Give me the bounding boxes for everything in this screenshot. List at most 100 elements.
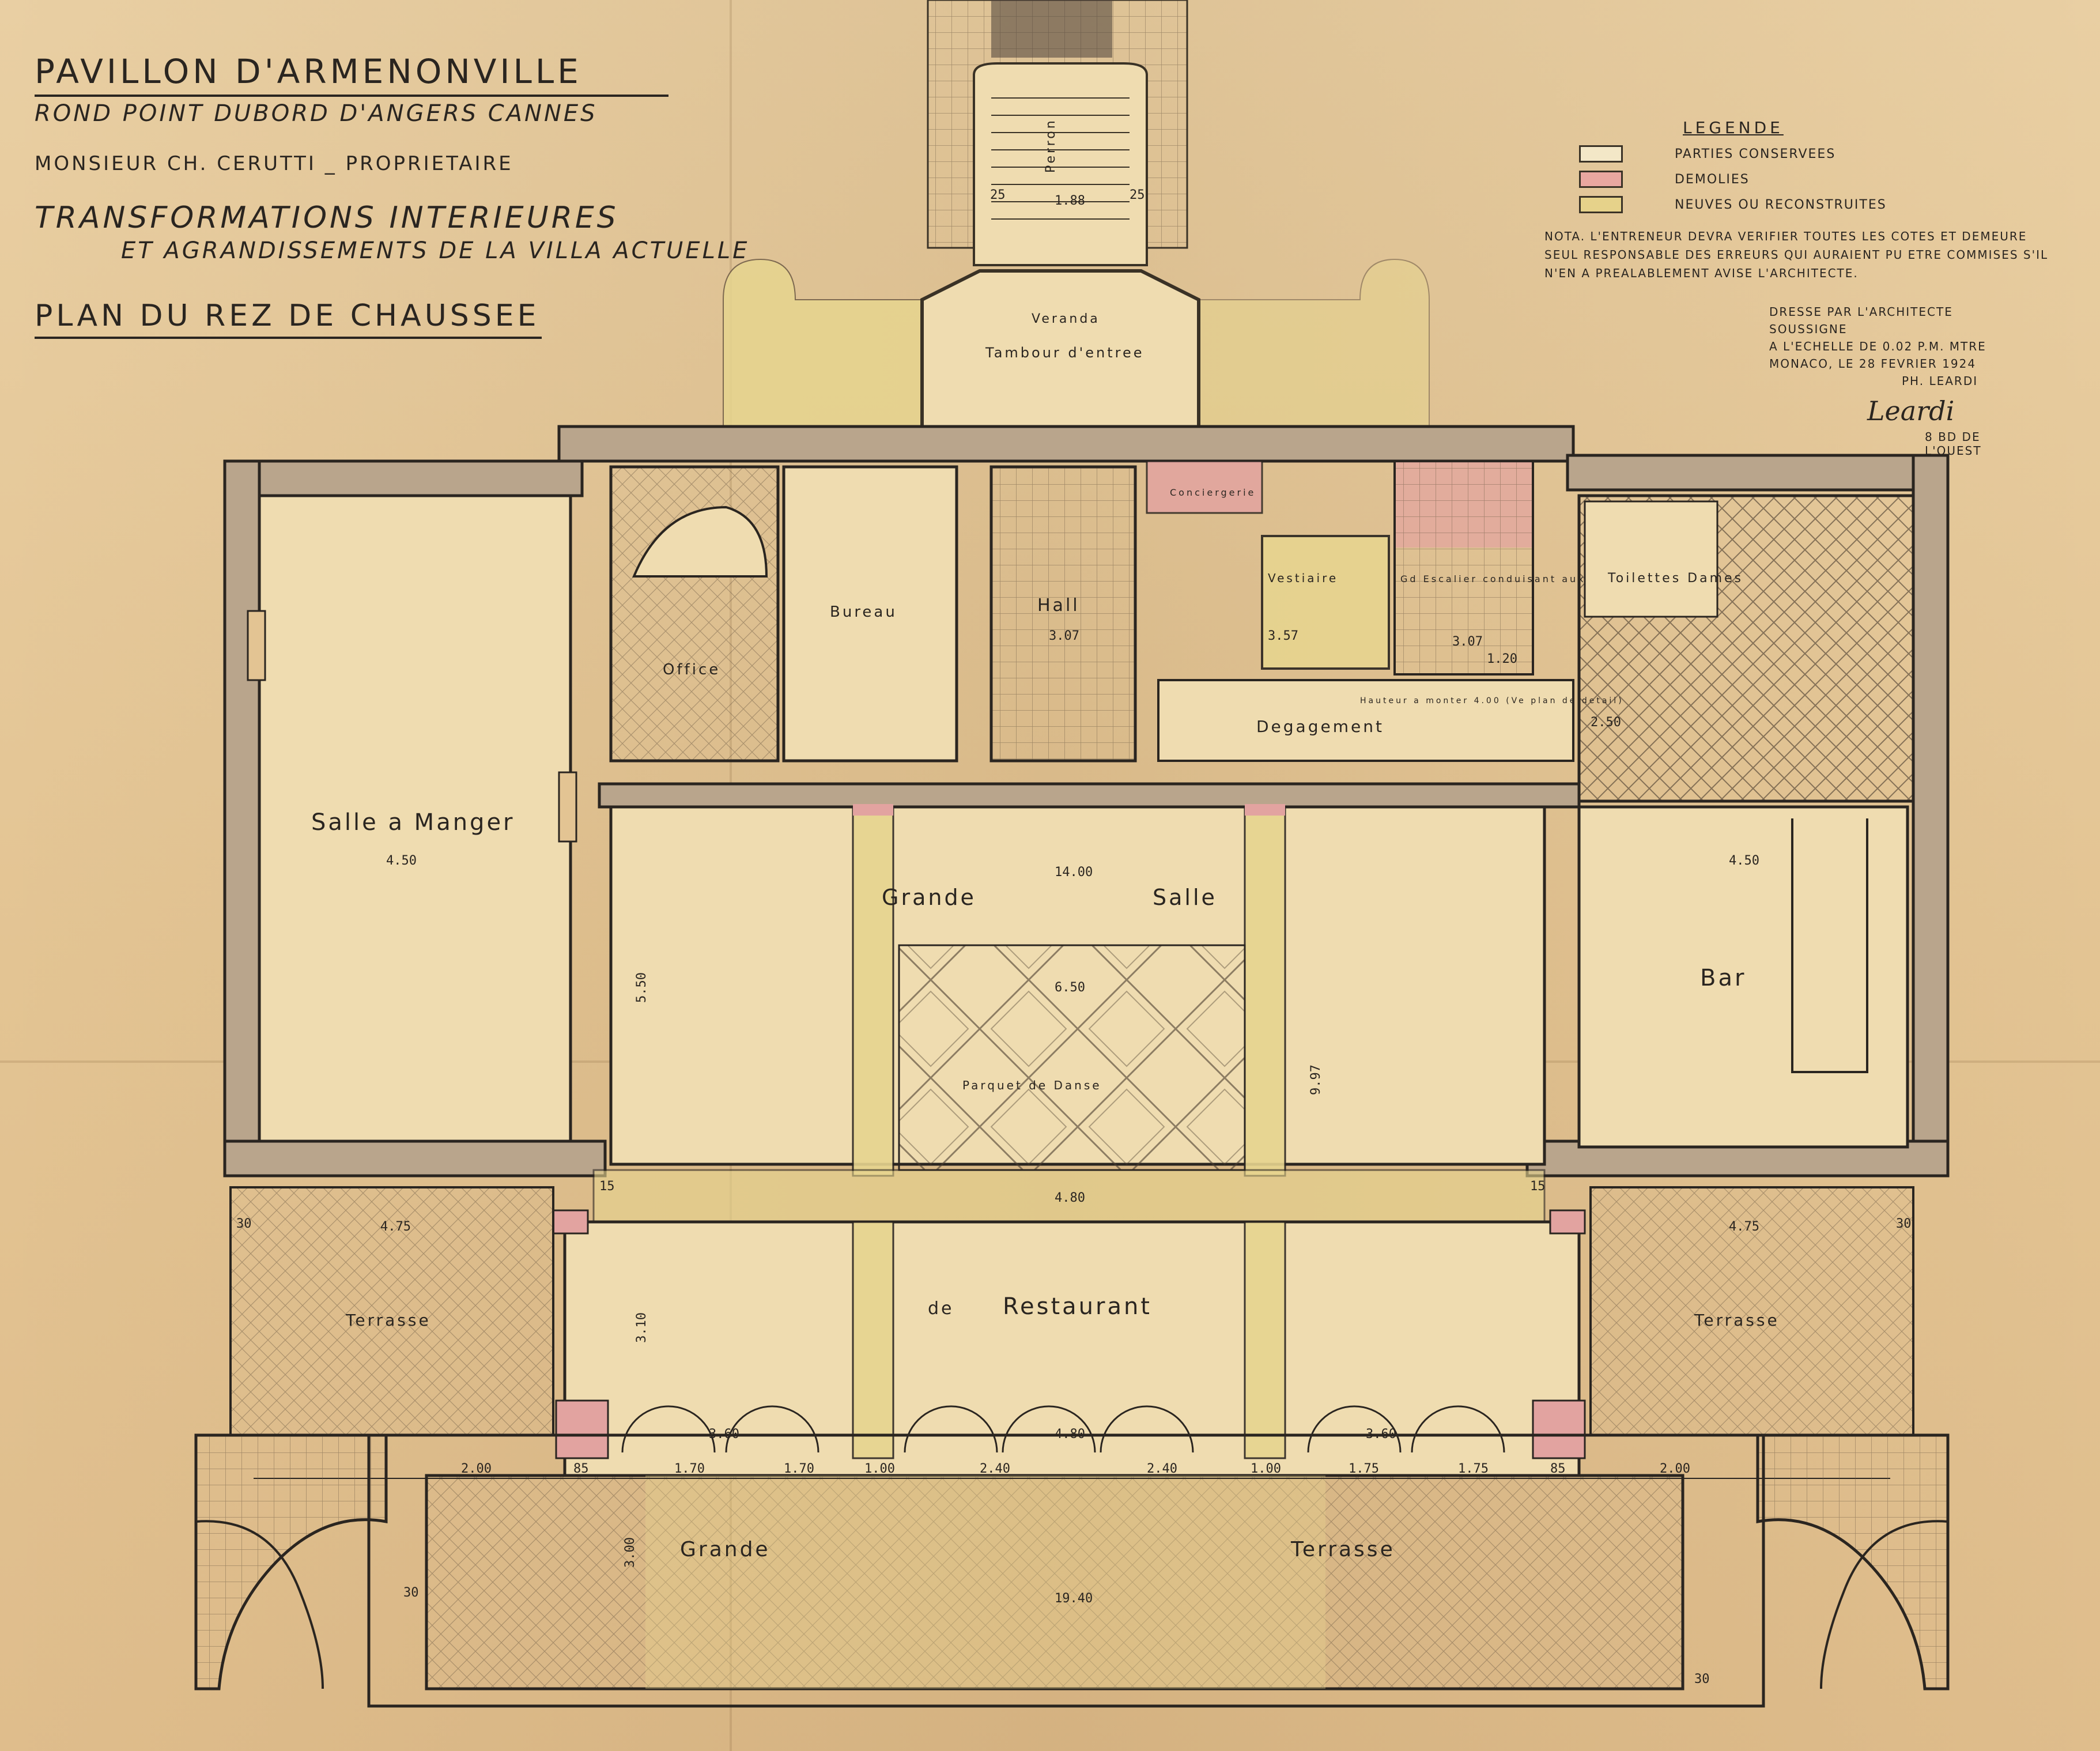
legend-block: Legende Parties conservees Demolies Neuv… [1544,118,2047,458]
legend-title: Legende [1683,118,1784,137]
project-description-line2: et Agrandissements de la Villa actuelle [121,237,750,264]
dim-perron-side-left: 25 [990,188,1006,202]
grande-terrasse-label-2: Terrasse [1290,1538,1395,1561]
dim-perron-width: 1.88 [1055,194,1085,208]
grande-label: Grande [882,885,976,910]
dim-grande-salle-depth: 5.50 [634,972,649,1003]
architect-signature: Leardi [1867,395,1955,427]
dim-row-240b: 2.40 [1147,1462,1177,1476]
contractor-note: Nota. L'entreneur devra verifier toutes … [1544,229,2049,280]
dim-bar-width: 4.50 [1729,854,1759,868]
legend-label-new: Neuves ou reconstruites [1675,197,1887,212]
dim-salle-a-manger-width: 4.50 [386,854,417,868]
legend-item-demolished: Demolies [1579,171,2017,188]
dim-terrasse-left: 4.75 [380,1220,411,1234]
degagement-corridor [1157,679,1574,762]
dim-stair-2: 1.20 [1487,652,1517,666]
front-doors [621,1405,1505,1453]
vestiaire-room [1261,535,1390,670]
stair-left-curve [195,1520,324,1689]
forecourt-new-work-right [1187,258,1430,427]
dim-stair: 3.07 [1452,635,1483,649]
dim-row-85: 85 [573,1462,589,1476]
hauteur-note: Hauteur a monter 4.00 (Ve plan de detail… [1360,696,1624,705]
legend-item-kept: Parties conservees [1579,145,2017,163]
demolished-pier-left [853,804,893,816]
signature-line2: a l'echelle de 0.02 p.m. mtre [1769,339,1986,353]
grande-terrasse [425,1474,1684,1690]
de-label: de [928,1299,954,1319]
veranda-label: Veranda [1032,312,1100,326]
bureau-room [782,465,958,763]
sheet-title-rule [35,337,542,339]
toilettes-dames-room [1584,500,1718,618]
project-owner: Monsieur Ch. Cerutti _ Proprietaire [35,152,513,175]
conciergerie-demolished [1146,460,1263,514]
perron-steps [973,62,1148,266]
terrace-perimeter [367,1433,1765,1708]
sheet-title: Plan du Rez de Chaussee [35,299,540,333]
stair-right-curve [1820,1520,1948,1689]
demolished-pier-right [1245,804,1285,816]
project-name: Pavillon d'Armenonville [35,52,582,91]
stair-right [1756,1433,1950,1690]
restaurant-pier-left [852,1221,894,1459]
title-rule [35,95,668,97]
salle-label: Salle [1153,885,1217,910]
dim-terrasse-right: 4.75 [1729,1220,1759,1234]
grand-escalier [1393,460,1534,676]
degagement-label: Degagement [1256,717,1384,736]
grande-terrasse-label-1: Grande [680,1538,770,1561]
dim-side-30-d: 30 [1694,1672,1710,1686]
front-dimension-values: 2.00 85 1.70 1.70 1.00 2.40 2.40 1.00 1.… [461,1462,1690,1476]
legend-swatch-kept [1579,145,1623,163]
grande-salle-pier-right [1244,806,1286,1177]
legend-label-demolished: Demolies [1675,172,1750,187]
dim-grande-terrasse-length: 19.40 [1055,1591,1093,1606]
perron-step-lines [991,97,1130,220]
dim-row-170b: 1.70 [784,1462,814,1476]
conciergerie-label: Conciergerie [1170,487,1256,498]
perron-landing [991,0,1112,58]
dim-row-240a: 2.40 [980,1462,1010,1476]
dim-row-100b: 1.00 [1251,1462,1281,1476]
dim-vestiaire: 3.57 [1268,629,1298,643]
bar-counter [1791,818,1868,1073]
restaurant-room [563,1220,1581,1477]
dim-grande-salle-width: 14.00 [1055,865,1093,880]
parquet-label: Parquet de Danse [962,1078,1102,1092]
escalier-label: Gd Escalier conduisant aux etages [1400,573,1636,584]
central-beam-row [592,1169,1546,1223]
title-block: Pavillon d'Armenonville Rond Point Dubor… [35,52,755,339]
dim-15-left: 15 [599,1179,615,1194]
terrasse-left-label: Terrasse [345,1311,431,1330]
office-spiral-stair [632,505,768,578]
salle-a-manger-pilaster-left [247,610,266,681]
parquet-de-danse [898,944,1246,1171]
dim-row-200b: 2.00 [1660,1462,1690,1476]
dim-parquet-width: 6.50 [1055,980,1085,995]
forecourt-new-work [723,258,923,427]
dim-central-span: 4.80 [1055,1191,1085,1205]
tambour-label: Tambour d'entree [985,345,1145,361]
dim-side-30-a: 30 [236,1217,252,1231]
legend-swatch-new [1579,196,1623,213]
dim-grande-salle-depth2: 9.97 [1309,1065,1323,1095]
dim-restaurant-depth: 3.10 [634,1312,649,1343]
legend-item-new: Neuves ou reconstruites [1579,196,2017,213]
legend-swatch-demolished [1579,171,1623,188]
dim-perron-side-right: 25 [1130,188,1145,202]
project-address: Rond Point Dubord d'Angers Cannes [35,100,598,127]
bureau-label: Bureau [830,603,897,621]
terrasse-right-label: Terrasse [1694,1311,1780,1330]
dim-side-30-b: 30 [1896,1217,1912,1231]
toilettes-label: Toilettes Dames [1607,571,1743,586]
bar-room [1577,805,1909,1149]
restaurant-label: Restaurant [1003,1293,1152,1320]
veranda [920,269,1200,427]
vestiaire-label: Vestiaire [1268,571,1338,585]
dim-15-right: 15 [1530,1179,1546,1194]
office-label: Office [663,661,720,678]
dim-side-30-c: 30 [403,1586,419,1600]
bar-label: Bar [1700,965,1746,991]
